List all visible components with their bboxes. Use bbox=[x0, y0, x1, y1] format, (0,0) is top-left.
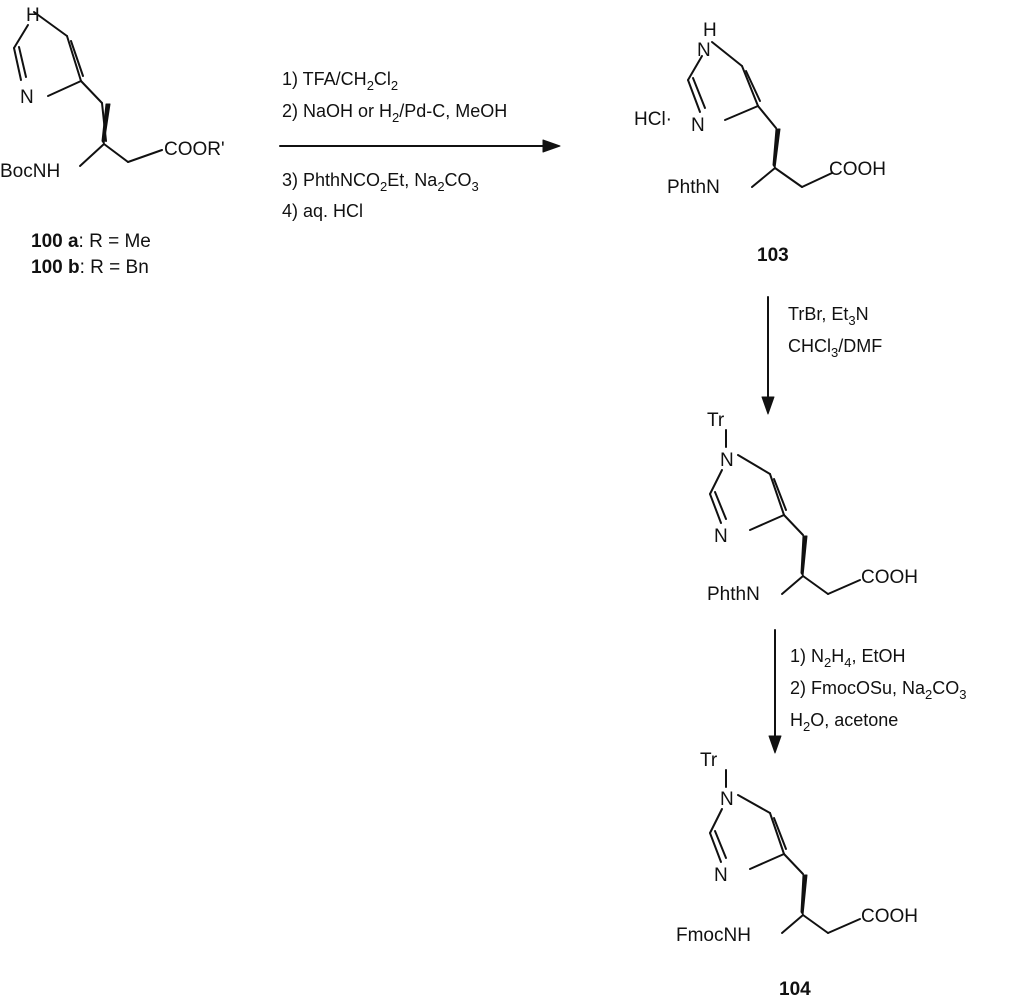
n-label: N bbox=[714, 865, 728, 886]
svg-text:H2O, acetone: H2O, acetone bbox=[790, 710, 898, 734]
reaction-arrow-step2 bbox=[761, 296, 775, 415]
step2-conditions: TrBr, Et3N CHCl3/DMF bbox=[788, 304, 882, 360]
svg-text:TrBr, Et3N: TrBr, Et3N bbox=[788, 304, 869, 328]
nh-h-label: H bbox=[26, 5, 40, 26]
nh-h-label: H bbox=[703, 20, 717, 41]
compound-100b-label: 100 b: R = Bn bbox=[31, 257, 149, 278]
cooh-label: COOH bbox=[861, 906, 918, 927]
bocnh-label: BocNH bbox=[0, 161, 60, 182]
cooh-label: COOH bbox=[861, 567, 918, 588]
compound-100a-label: 100 a: R = Me bbox=[31, 231, 151, 252]
n-label: N bbox=[20, 87, 34, 108]
step3-conditions: 1) N2H4, EtOH 2) FmocOSu, Na2CO3 H2O, ac… bbox=[790, 646, 967, 734]
fmocnh-label: FmocNH bbox=[676, 925, 751, 946]
compound-103-structure: H N N HCl· PhthN COOH bbox=[634, 20, 886, 198]
phthn-label: PhthN bbox=[707, 584, 760, 605]
n-label: N bbox=[691, 115, 705, 136]
n-trityl-label: N bbox=[720, 789, 734, 810]
svg-text:2) FmocOSu, Na2CO3: 2) FmocOSu, Na2CO3 bbox=[790, 678, 967, 702]
compound-103-label: 103 bbox=[757, 245, 789, 266]
stereo-wedge-bond bbox=[101, 103, 111, 145]
tr-label: Tr bbox=[700, 750, 718, 771]
compound-104-label: 104 bbox=[779, 979, 811, 1000]
svg-text:CHCl3/DMF: CHCl3/DMF bbox=[788, 336, 882, 360]
compound-tr-phthn-structure: Tr N N PhthN COOH bbox=[707, 410, 918, 605]
nh-n-label: N bbox=[697, 40, 711, 61]
hcl-label: HCl· bbox=[634, 109, 672, 130]
ester-label: COOR' bbox=[164, 139, 225, 160]
step1-conditions: 1) TFA/CH2Cl2 2) NaOH or H2/Pd-C, MeOH 3… bbox=[282, 69, 507, 221]
svg-text:1) TFA/CH2Cl2: 1) TFA/CH2Cl2 bbox=[282, 69, 398, 93]
stereo-wedge-bond bbox=[800, 874, 808, 916]
cooh-label: COOH bbox=[829, 159, 886, 180]
svg-text:3) PhthNCO2Et, Na2CO3: 3) PhthNCO2Et, Na2CO3 bbox=[282, 170, 479, 194]
reaction-arrow-step1 bbox=[279, 139, 561, 153]
n-label: N bbox=[714, 526, 728, 547]
compound-104-structure: Tr N N FmocNH COOH bbox=[676, 750, 918, 946]
svg-text:1) N2H4, EtOH: 1) N2H4, EtOH bbox=[790, 646, 906, 670]
compound-100-structure: H N BocNH COOR' bbox=[0, 5, 225, 182]
n-trityl-label: N bbox=[720, 450, 734, 471]
reaction-arrow-step3 bbox=[768, 629, 782, 754]
phthn-label: PhthN bbox=[667, 177, 720, 198]
stereo-wedge-bond bbox=[772, 128, 781, 169]
stereo-wedge-bond bbox=[800, 535, 808, 577]
svg-text:4) aq. HCl: 4) aq. HCl bbox=[282, 201, 363, 221]
svg-text:2) NaOH or H2/Pd-C, MeOH: 2) NaOH or H2/Pd-C, MeOH bbox=[282, 101, 507, 125]
tr-label: Tr bbox=[707, 410, 725, 431]
